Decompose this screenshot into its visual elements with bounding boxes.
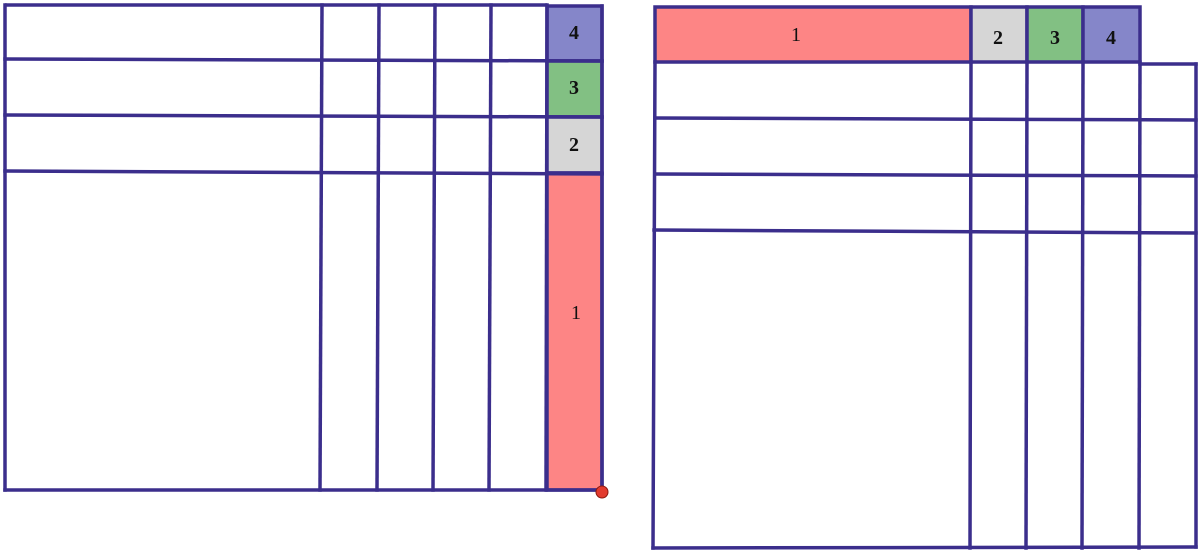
left-vline-5 bbox=[544, 3, 549, 492]
left-vline-4 bbox=[487, 3, 493, 492]
left-hline-3 bbox=[3, 169, 604, 176]
left-label-1: 1 bbox=[571, 302, 581, 324]
left-label-2: 2 bbox=[569, 134, 579, 156]
right-hline-3 bbox=[652, 228, 1198, 235]
right-vline-2 bbox=[1024, 60, 1029, 550]
right-cell-4 bbox=[1081, 5, 1142, 64]
corner-dot bbox=[595, 485, 609, 499]
left-vline-2 bbox=[375, 3, 381, 492]
left-cell-1 bbox=[545, 171, 604, 492]
right-hline-1 bbox=[653, 116, 1198, 122]
right-vline-1 bbox=[968, 60, 973, 550]
right-frame-bottom bbox=[651, 545, 1198, 550]
left-vline-1 bbox=[318, 3, 324, 492]
left-vline-3 bbox=[431, 3, 437, 492]
right-label-2: 2 bbox=[993, 27, 1003, 49]
left-hline-2 bbox=[3, 113, 604, 119]
right-hline-2 bbox=[653, 172, 1198, 178]
right-vline-3 bbox=[1080, 60, 1085, 550]
right-label-3: 3 bbox=[1050, 27, 1060, 49]
right-cell-1 bbox=[653, 5, 973, 64]
left-label-3: 3 bbox=[569, 77, 579, 99]
right-label-1: 1 bbox=[791, 24, 801, 46]
left-figure: 4 3 2 1 bbox=[3, 3, 609, 499]
right-frame-left bbox=[651, 60, 657, 550]
right-vline-4 bbox=[1137, 60, 1142, 550]
right-label-4: 4 bbox=[1106, 27, 1116, 49]
right-figure: 1 2 3 4 bbox=[651, 5, 1198, 550]
left-label-4: 4 bbox=[569, 22, 579, 44]
left-hline-1 bbox=[3, 57, 604, 63]
